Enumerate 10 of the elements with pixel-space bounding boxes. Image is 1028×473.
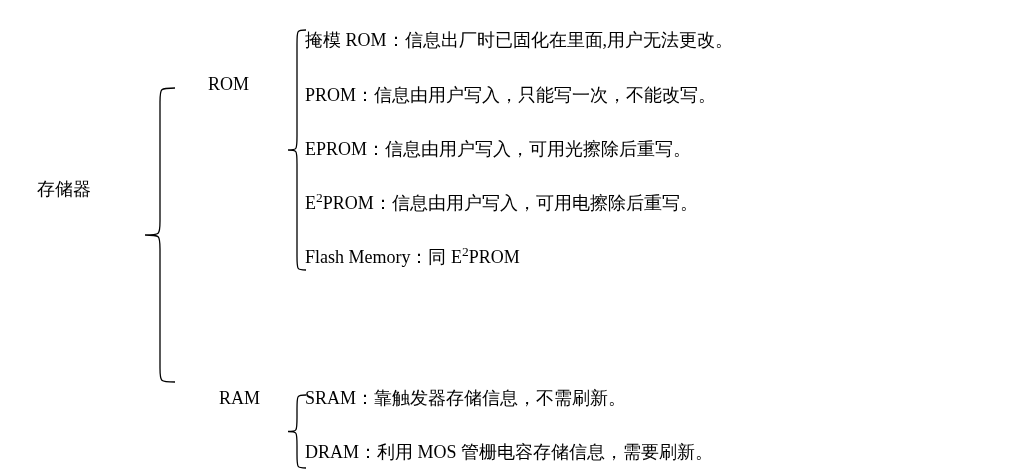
label-text: 掩模 ROM：信息出厂时已固化在里面,用户无法更改。 [305, 29, 733, 52]
label-text: EPROM：信息由用户写入，可用光擦除后重写。 [305, 138, 691, 161]
label-text: PROM：信息由用户写入，只能写一次，不能改写。 [305, 84, 717, 107]
label-text: 存储器 [37, 178, 91, 201]
label-text: ROM [208, 73, 249, 96]
label-text: E$^{2}$PROM：信息由用户写入，可用电擦除后重写。 [305, 191, 698, 215]
label-text: SRAM：靠触发器存储信息，不需刷新。 [305, 387, 627, 410]
label-text: Flash Memory：同 E$^{2}$PROM [305, 245, 520, 269]
label-text: RAM [219, 387, 260, 410]
label-text: DRAM：利用 MOS 管栅电容存储信息，需要刷新。 [305, 441, 714, 464]
